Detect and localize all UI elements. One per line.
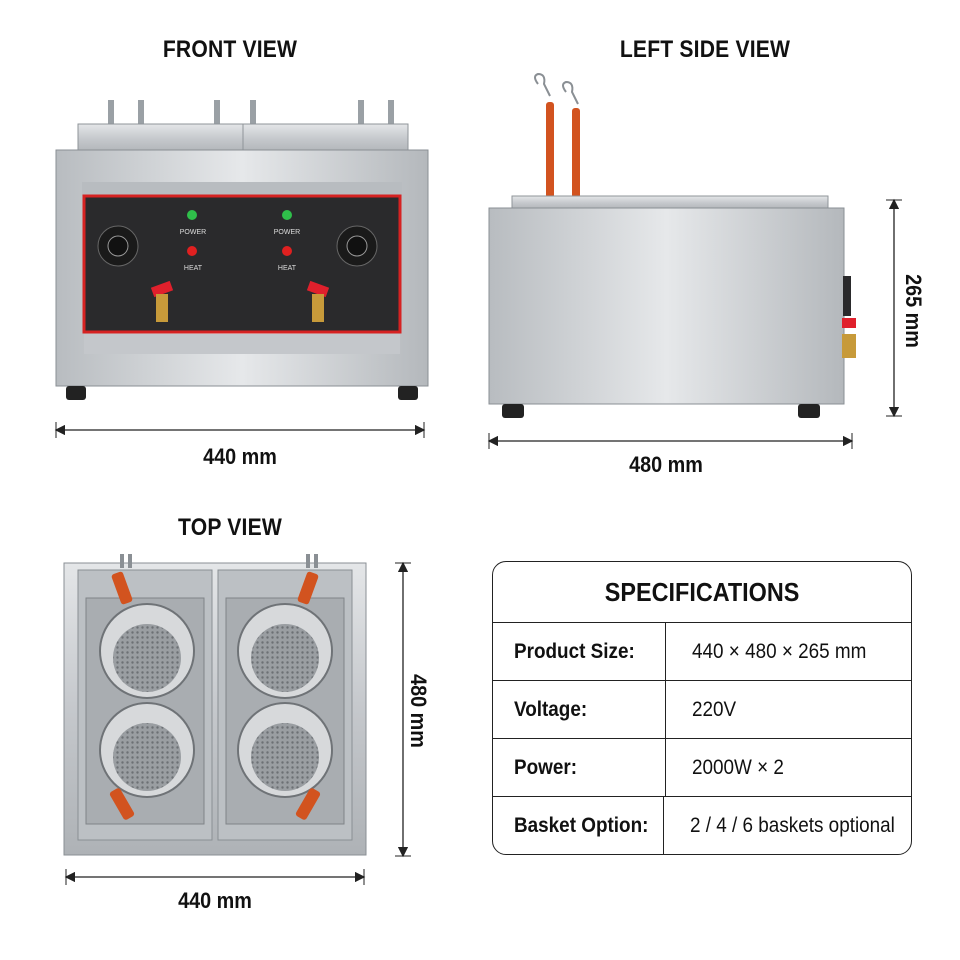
spec-row-basket-option: Basket Option: 2 / 4 / 6 baskets optiona… [493, 797, 911, 854]
front-view-drawing: POWER HEAT POWER HEAT [55, 100, 429, 400]
spec-key: Voltage: [493, 681, 666, 738]
basket-top-right [237, 603, 333, 699]
specifications-table: SPECIFICATIONS Product Size: 440 × 480 ×… [492, 561, 912, 855]
spec-key: Basket Option: [493, 797, 665, 854]
heat-indicator-label-right: HEAT [278, 265, 297, 272]
spec-row-power: Power: 2000W × 2 [493, 739, 911, 797]
power-indicator-label-right: POWER [274, 229, 300, 236]
front-width-dimension: 440 mm [203, 444, 277, 469]
left-side-view-drawing [488, 72, 856, 418]
basket-bottom-left [99, 702, 195, 798]
spec-value: 220V [692, 697, 737, 721]
top-view-title: TOP VIEW [178, 514, 282, 541]
side-depth-dimension: 480 mm [629, 452, 703, 477]
spec-row-product-size: Product Size: 440 × 480 × 265 mm [493, 623, 911, 681]
spec-value: 440 × 480 × 265 mm [692, 639, 867, 663]
basket-bottom-right [237, 702, 333, 798]
basket-top-left [99, 603, 195, 699]
spec-value: 2000W × 2 [692, 755, 784, 779]
spec-row-voltage: Voltage: 220V [493, 681, 911, 739]
spec-key: Power: [493, 739, 666, 796]
front-view-title: FRONT VIEW [162, 36, 298, 63]
top-width-dimension: 440 mm [178, 888, 252, 913]
power-indicator-label-left: POWER [180, 229, 206, 236]
heat-indicator-label-left: HEAT [184, 265, 203, 272]
spec-key: Product Size: [493, 623, 666, 680]
top-view-drawing [63, 554, 367, 856]
left-side-view-title: LEFT SIDE VIEW [619, 36, 791, 63]
spec-value: 2 / 4 / 6 baskets optional [690, 814, 896, 837]
top-depth-dimension: 480 mm [406, 674, 431, 748]
specifications-title: SPECIFICATIONS [493, 562, 911, 623]
side-height-dimension: 265 mm [901, 274, 926, 348]
